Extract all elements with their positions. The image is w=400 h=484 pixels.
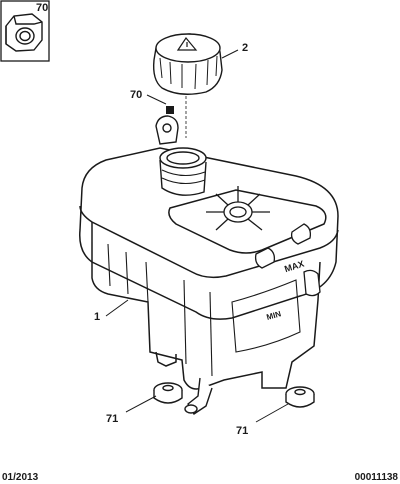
rubber-mount-left	[153, 382, 183, 404]
nut-icon	[5, 13, 43, 52]
footer-reference: 00011138	[355, 472, 399, 483]
square-marker-icon	[166, 106, 174, 114]
expansion-tank	[79, 147, 339, 390]
callout-cap-2: 2	[242, 42, 248, 54]
rubber-mount-right	[285, 386, 315, 408]
hose-spigots	[254, 223, 321, 297]
inset-nut-box: 70	[0, 0, 50, 62]
filler-neck	[159, 147, 207, 196]
reservoir-cap	[152, 33, 223, 95]
callout-mount-right-71: 71	[236, 425, 248, 437]
callout-inset-70: 70	[36, 2, 48, 14]
level-sensor-icon	[206, 186, 270, 231]
mounting-eye	[155, 115, 179, 145]
callout-square-70: 70	[130, 89, 142, 101]
min-marking: MIN	[265, 309, 282, 322]
footer-date: 01/2013	[2, 472, 39, 483]
callout-mount-left-71: 71	[106, 413, 118, 425]
outlet-pipe	[184, 377, 213, 415]
callout-tank-1: 1	[94, 311, 100, 323]
